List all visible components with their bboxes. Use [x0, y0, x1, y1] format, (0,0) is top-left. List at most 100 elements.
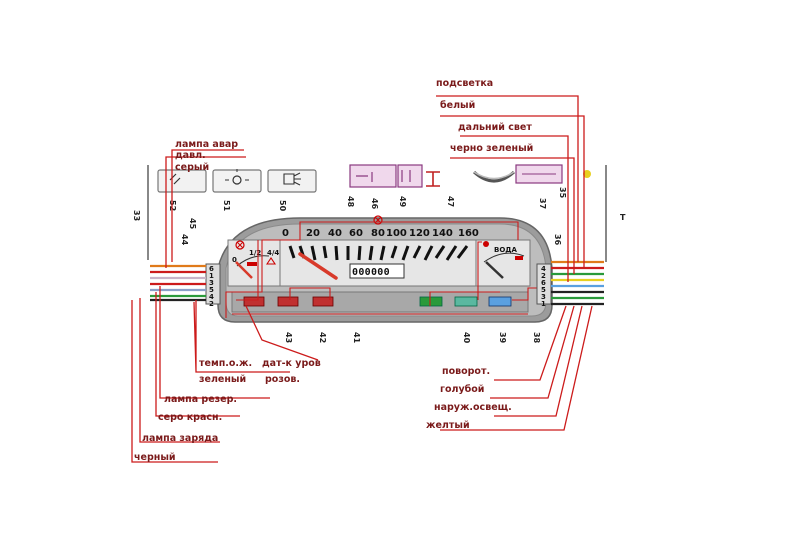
connector-left: 6 1 3 5 4 2 [205, 263, 221, 308]
temp-gauge: ВОДА [483, 241, 525, 279]
svg-text:38: 38 [532, 332, 541, 344]
svg-text:41: 41 [352, 332, 361, 344]
svg-text:0: 0 [232, 256, 237, 264]
leader-lines-right [436, 95, 593, 431]
svg-text:48: 48 [346, 196, 355, 208]
sensor-46-curve [472, 170, 516, 183]
svg-text:1: 1 [209, 272, 214, 280]
label-lampa-rezer: лампа резер. [164, 394, 237, 405]
lamp-40 [419, 296, 443, 307]
svg-text:43: 43 [284, 332, 293, 343]
label-naruj-osvesch: наруж.освещ. [434, 402, 512, 413]
svg-text:T: T [620, 213, 626, 222]
svg-text:42: 42 [318, 332, 327, 343]
svg-text:36: 36 [553, 234, 562, 246]
temp-gauge-face [475, 239, 531, 287]
speedometer-face [279, 239, 477, 287]
label-chernyi: черный [134, 452, 176, 463]
label-sero-krasn: серо красн. [158, 412, 222, 423]
wires-right [551, 260, 604, 306]
odometer [349, 263, 405, 279]
label-davl: давл. [175, 150, 206, 161]
svg-text:20: 20 [306, 228, 320, 239]
svg-text:5: 5 [541, 286, 546, 294]
labels-right: подсветка белый дальний свет черно зелен… [426, 78, 533, 431]
indicator-lamps [243, 296, 512, 307]
lamp-38 [488, 296, 512, 307]
svg-text:1: 1 [541, 300, 546, 308]
svg-text:40: 40 [328, 228, 342, 239]
svg-text:47: 47 [446, 196, 455, 207]
svg-text:40: 40 [462, 332, 471, 344]
label-belyi: белый [440, 100, 475, 111]
label-jeltyi: желтый [426, 420, 470, 431]
label-goluboi: голубой [440, 384, 484, 395]
temp-gauge-label: ВОДА [494, 246, 518, 254]
switch-52 [157, 169, 207, 193]
lamp-39 [454, 296, 478, 307]
svg-text:100: 100 [386, 228, 407, 239]
speed-ticks [288, 245, 469, 261]
label-seryi: серый [175, 162, 209, 173]
svg-text:49: 49 [398, 196, 407, 208]
label-temp-oj: темп.о.ж. [199, 358, 252, 369]
relay-48 [349, 164, 397, 188]
temp-needle [485, 261, 504, 279]
svg-text:2: 2 [209, 300, 214, 308]
label-zelenyi: зеленый [199, 374, 246, 385]
svg-text:50: 50 [278, 200, 287, 212]
svg-text:0: 0 [282, 228, 289, 239]
lamp-yellow [583, 170, 591, 178]
svg-text:37: 37 [538, 198, 547, 209]
labels-left: лампа авар давл. серый темп.о.ж. зеленый… [134, 139, 321, 463]
fuel-pump-icon [265, 257, 277, 265]
svg-text:80: 80 [371, 228, 385, 239]
svg-text:39: 39 [498, 332, 507, 344]
svg-text:51: 51 [222, 200, 231, 212]
indicator-strip [231, 291, 529, 313]
svg-text:46: 46 [370, 198, 379, 210]
switch-51 [212, 169, 262, 193]
svg-text:120: 120 [409, 228, 430, 239]
svg-text:4/4: 4/4 [267, 249, 279, 257]
svg-text:1/2: 1/2 [249, 249, 261, 257]
speed-needle [298, 252, 338, 280]
svg-text:140: 140 [432, 228, 453, 239]
lamp-43 [243, 296, 265, 307]
svg-text:35: 35 [558, 187, 567, 199]
svg-text:45: 45 [188, 218, 197, 230]
lamp-42 [277, 296, 299, 307]
fuel-gauge: 0 1/2 4/4 [232, 240, 279, 279]
label-datk-urov: дат-к уров [262, 358, 321, 369]
label-podsvetka: подсветка [436, 78, 493, 89]
label-cherno-zelenyi: черно зеленый [450, 143, 533, 154]
svg-text:6: 6 [209, 265, 214, 273]
label-povorot: поворот. [442, 366, 490, 377]
label-rozov: розов. [265, 374, 300, 385]
label-lampa-avar: лампа авар [175, 139, 238, 150]
svg-text:3: 3 [209, 279, 214, 287]
fuel-reserve-icon [235, 240, 245, 250]
circuit-traces [225, 221, 540, 318]
svg-text:2: 2 [541, 272, 546, 280]
connector-right: 4 2 6 5 3 1 [536, 263, 552, 308]
svg-text:3: 3 [541, 293, 546, 301]
svg-text:6: 6 [541, 279, 546, 287]
top-relays [349, 164, 591, 188]
relay-47 [426, 171, 440, 187]
fuel-needle [235, 261, 253, 279]
wires-left [150, 264, 206, 302]
svg-text:160: 160 [458, 228, 479, 239]
svg-text:44: 44 [180, 234, 189, 246]
leader-lines-left [131, 149, 319, 463]
label-dalnii-svet: дальний свет [458, 122, 532, 133]
label-lampa-zaryada: лампа заряда [142, 433, 218, 444]
svg-text:4: 4 [541, 265, 546, 273]
switch-50 [267, 169, 317, 193]
svg-text:5: 5 [209, 286, 214, 294]
svg-text:4: 4 [209, 293, 214, 301]
odometer-digits: 000000 [352, 267, 390, 278]
svg-text:60: 60 [349, 228, 363, 239]
speedometer: 0 20 40 60 80 100 120 140 160 00 [282, 215, 479, 280]
